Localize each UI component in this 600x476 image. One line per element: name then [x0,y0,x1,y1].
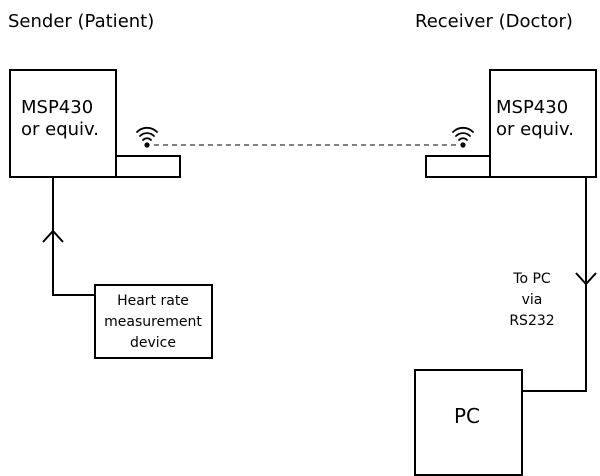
sender-mcu-block: MSP430 or equiv. [9,69,181,178]
device-label-line2: measurement [104,314,202,330]
sender-radio-module [115,155,181,178]
pc-box [414,369,523,476]
sender-mcu-label-line1: MSP430 [21,97,93,118]
receiver-wifi-icon [452,126,474,148]
down-arrow-icon [575,272,597,286]
pc-label: PC [454,404,480,428]
rs232-label-line1: To PC [512,271,551,287]
heart-rate-device: Heart rate measurement device [94,284,213,359]
up-arrow-icon [42,229,64,243]
receiver-title: Receiver (Doctor) [415,11,573,32]
sender-mcu-box [9,69,117,178]
device-label-line1: Heart rate [117,293,189,309]
rs232-label-line3: RS232 [509,313,554,329]
device-label-line3: device [130,335,176,351]
sender-title: Sender (Patient) [8,11,154,32]
receiver-mcu-block: MSP430 or equiv. [425,69,597,178]
rs232-label-line2: via [522,292,543,308]
receiver-radio-module [425,155,491,178]
sender-wifi-icon [136,126,158,148]
receiver-mcu-box [489,69,597,178]
rs232-line [522,177,587,392]
receiver-mcu-label-line2: or equiv. [496,119,574,140]
sensor-signal-line [52,177,95,296]
pc-block: PC [414,369,523,476]
heart-rate-device-box [94,284,213,359]
sender-mcu-label-line2: or equiv. [21,119,99,140]
receiver-mcu-label-line1: MSP430 [496,97,568,118]
